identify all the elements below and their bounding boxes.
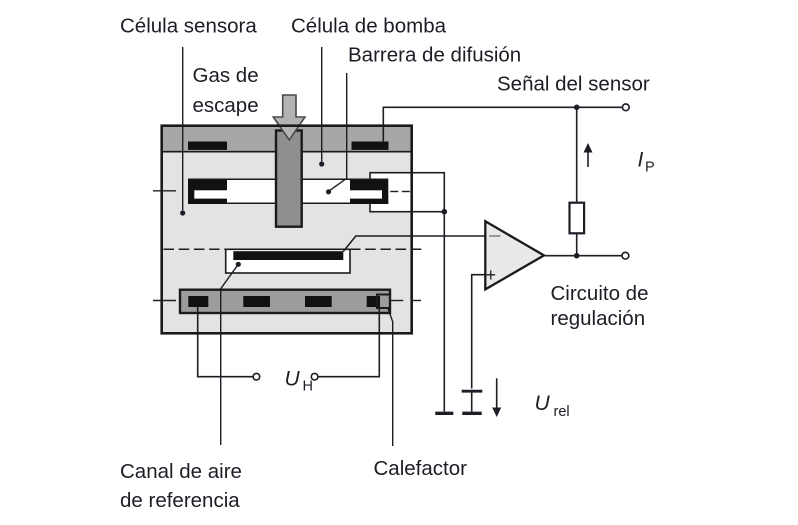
inner-electrodes [188,180,389,204]
label-uh-sub: H [303,379,313,395]
leader-calefactor [387,308,394,446]
heater-segment-2 [243,296,270,307]
heater-strip [178,288,392,315]
label-canal-line2: de referencia [120,489,240,512]
heater-segment-1 [188,296,209,307]
heater-wire-left [196,307,253,378]
junction-dot-rail [441,208,448,215]
left-electrode-gap [194,190,227,199]
label-circuito-line2: regulación [551,307,646,330]
label-urel: U [535,392,551,415]
circuit: + [196,103,630,417]
heater-segment-4 [366,296,380,307]
label-circuito-line1: Circuito de [551,282,649,305]
label-canal-line1: Canal de aire [120,460,242,483]
sensor-signal-wire [382,106,622,142]
label-barrera: Barrera de difusión [348,44,521,67]
reference-input-wire [470,273,486,389]
uh-terminal-right [310,372,319,381]
leader-lines [180,47,394,446]
leader-dot-barrera [325,189,332,195]
label-ip-sub: P [645,160,655,176]
gas-inlet-duct [274,129,303,228]
sensor-signal-terminal [621,103,630,112]
reference-air-channel [224,248,351,274]
leader-dot-bomba [319,161,325,167]
label-ip: I [638,149,644,172]
left-outer-electrode [188,141,227,150]
label-gas-line1: Gas de [193,64,259,87]
heater-wire-right [318,308,381,378]
body-border [160,124,413,335]
heater [153,288,421,315]
heater-contact-square [376,293,391,309]
leader-dot-canal [235,261,241,267]
label-celula-bomba: Célula de bomba [291,15,447,38]
label-celula-sensora: Célula sensora [120,15,257,38]
label-urel-sub: rel [554,404,570,420]
uh-terminal-left [252,372,261,381]
regulation-output-terminal [621,251,630,260]
opamp-plus-sign: + [486,265,497,285]
centerline-marks [153,190,410,193]
label-gas-line2: escape [193,94,259,117]
exhaust-gas-arrow-icon [271,94,307,142]
opamp [484,219,547,292]
label-uh: U [285,368,301,391]
right-electrode-gap [350,190,382,199]
reference-electrode [233,251,344,260]
leader-canal [219,265,238,445]
nernst-voltage-wire [342,235,486,253]
label-senal: Señal del sensor [497,73,650,96]
urel-arrow-head [492,407,502,417]
heater-segment-3 [305,296,332,307]
right-outer-electrode [351,141,389,150]
leader-dot-sensora [180,210,186,216]
labels: Célula sensora Célula de bomba Gas de es… [120,15,655,513]
label-calefactor: Calefactor [374,457,468,480]
leader-barrera [329,73,348,192]
resistor [568,201,586,235]
ip-arrow-head [583,143,593,153]
